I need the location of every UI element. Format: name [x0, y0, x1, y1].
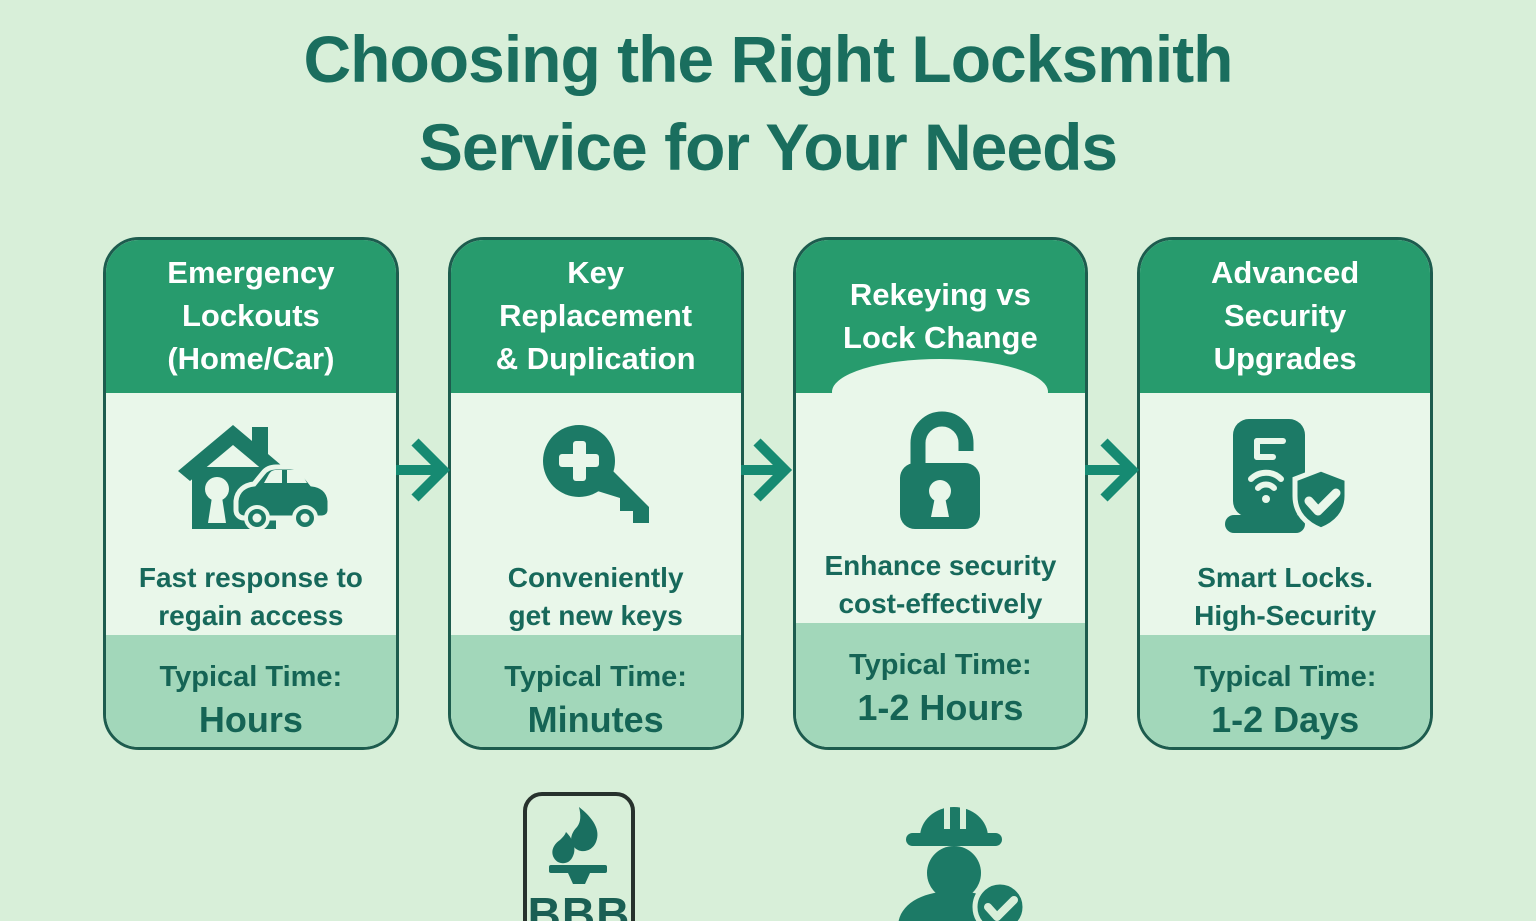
card-footer: Typical Time: 1-2 Hours	[795, 622, 1086, 747]
card-description: Conveniently get new keys	[507, 562, 684, 631]
time-label: Typical Time:	[159, 660, 343, 693]
time-value: 1-2 Days	[1211, 698, 1360, 740]
time-value: 1-2 Hours	[857, 686, 1024, 728]
card-emergency-lockouts: Emergency Lockouts (Home/Car)	[103, 237, 399, 750]
time-label: Typical Time:	[1193, 660, 1377, 693]
page-title: Choosing the Right Locksmith Service for…	[303, 22, 1234, 184]
smart-lock-shield-icon	[1213, 409, 1357, 551]
cards-row: Emergency Lockouts (Home/Car)	[103, 237, 1433, 750]
time-value: Hours	[198, 698, 303, 740]
key-plus-icon	[533, 409, 659, 551]
time-label: Typical Time:	[849, 648, 1032, 681]
card-description: Fast response to regain access	[138, 562, 363, 631]
bbb-label: BBB	[528, 888, 631, 921]
card-body: Conveniently get new keys	[450, 393, 741, 635]
bbb-logo: BBB	[522, 791, 636, 921]
card-footer: Typical Time: Minutes	[450, 634, 741, 747]
time-value: Minutes	[527, 698, 664, 740]
house-car-icon	[172, 409, 330, 551]
card-advanced-security: Advanced Security Upgrades	[1137, 237, 1433, 750]
card-description: Smart Locks. High-Security	[1194, 562, 1377, 631]
card-footer: Typical Time: 1-2 Days	[1140, 634, 1430, 747]
verified-worker-icon	[884, 783, 1028, 921]
time-label: Typical Time:	[504, 660, 687, 693]
padlock-icon	[880, 397, 1000, 539]
card-title: Key Replacement & Duplication	[450, 240, 741, 393]
card-description: Enhance security cost-effectively	[824, 550, 1057, 619]
card-footer: Typical Time: Hours	[106, 634, 396, 747]
card-key-replacement: Key Replacement & Duplication Con	[447, 237, 744, 750]
card-body: Fast response to regain access	[106, 393, 396, 635]
card-body: Enhance security cost-effectively	[795, 359, 1086, 623]
card-body: Smart Locks. High-Security	[1140, 393, 1430, 635]
card-title: Advanced Security Upgrades	[1140, 240, 1430, 393]
card-rekeying-vs-lock-change: Rekeying vs Lock Change Enhance security…	[792, 237, 1089, 750]
card-title: Emergency Lockouts (Home/Car)	[106, 240, 396, 393]
